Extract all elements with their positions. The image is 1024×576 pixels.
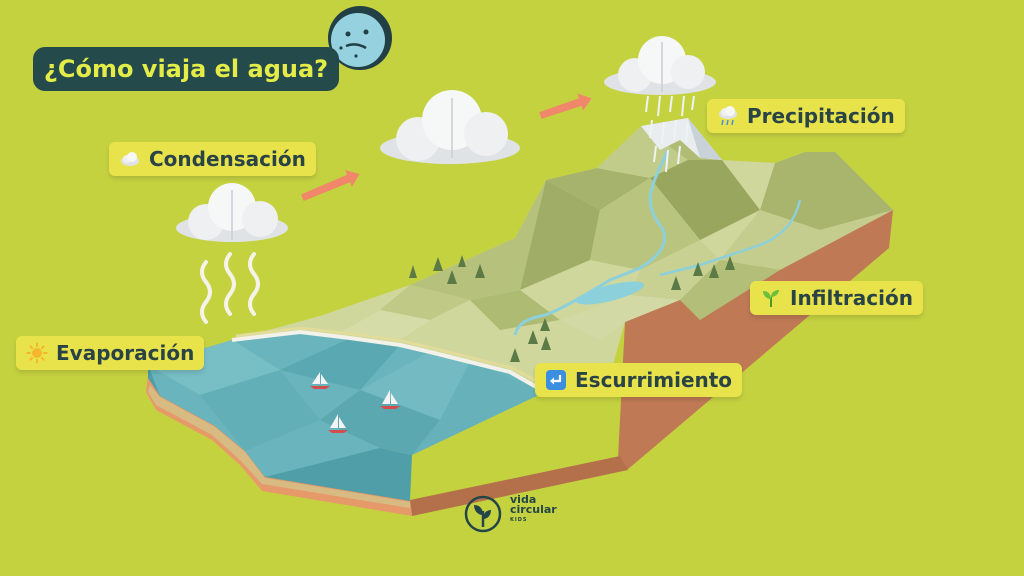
label-precipitacion: Precipitación <box>707 99 905 133</box>
rain-cloud-icon <box>719 106 737 126</box>
shoreline-sand <box>235 326 551 390</box>
page-title: ¿Cómo viaja el agua? <box>43 55 329 83</box>
arrow-condensation <box>301 170 360 201</box>
sea-facet <box>148 340 280 395</box>
label-precipitacion-text: Precipitación <box>747 104 895 128</box>
cloud-high <box>604 36 716 95</box>
mountain-facet <box>680 260 780 320</box>
cloud-mid <box>380 90 520 164</box>
sailboat <box>328 414 348 433</box>
mountain-facet <box>650 160 760 240</box>
sailboat <box>310 372 330 389</box>
mountain-facet <box>520 180 600 290</box>
mountain-facet <box>380 260 470 320</box>
logo-line-1: vida <box>510 493 537 506</box>
mountain-facet <box>470 290 560 330</box>
label-escurrimiento-text: Escurrimiento <box>575 368 733 392</box>
cloud-icon <box>121 152 139 166</box>
evaporation-steam <box>200 252 260 324</box>
label-infiltracion-text: Infiltración <box>790 286 913 310</box>
label-condensacion: Condensación <box>109 142 316 176</box>
mountain-facet <box>590 178 700 270</box>
label-condensacion-text: Condensación <box>149 147 306 171</box>
label-evaporacion-text: Evaporación <box>56 341 195 365</box>
return-arrow-icon <box>546 370 566 390</box>
title-box: ¿Cómo viaja el agua? <box>33 47 339 91</box>
soil-left-stripe <box>148 385 410 508</box>
sea-facet <box>320 390 440 455</box>
sailboat <box>380 390 400 409</box>
lake <box>575 281 645 305</box>
sea-facet <box>280 338 400 390</box>
germ-character-icon <box>328 6 392 70</box>
mountain-facet <box>597 126 688 178</box>
arrow-precipitation <box>539 93 592 119</box>
mountain-facet <box>760 152 893 230</box>
logo-line-3: KIDS <box>510 517 528 523</box>
label-infiltracion: Infiltración <box>750 281 923 315</box>
mountain-facet <box>340 310 430 340</box>
label-escurrimiento: Escurrimiento <box>535 363 743 397</box>
vida-circular-logo: vida circular KIDS <box>462 493 572 537</box>
logo-text: vida circular KIDS <box>510 493 557 525</box>
sea-facet <box>200 370 320 451</box>
sea-facet <box>412 362 545 455</box>
mountain-facet <box>720 210 893 270</box>
mountain-facet <box>546 168 650 210</box>
label-evaporacion: Evaporación <box>16 336 205 370</box>
sea-facet <box>360 352 470 420</box>
leaf-logo-icon <box>464 495 502 533</box>
mountain-facet <box>410 180 546 300</box>
trees <box>409 255 735 362</box>
mountain-facet <box>560 295 680 340</box>
seedling-icon <box>763 290 779 307</box>
snow-cap-shade <box>688 118 722 160</box>
soil-bottom-right <box>410 456 628 516</box>
cloud-low <box>176 183 288 242</box>
logo-line-2: circular <box>510 503 557 516</box>
rain-drops <box>645 95 695 173</box>
river-branch <box>659 199 802 277</box>
river <box>513 149 670 336</box>
sun-icon <box>26 342 48 364</box>
shoreline <box>231 329 546 394</box>
